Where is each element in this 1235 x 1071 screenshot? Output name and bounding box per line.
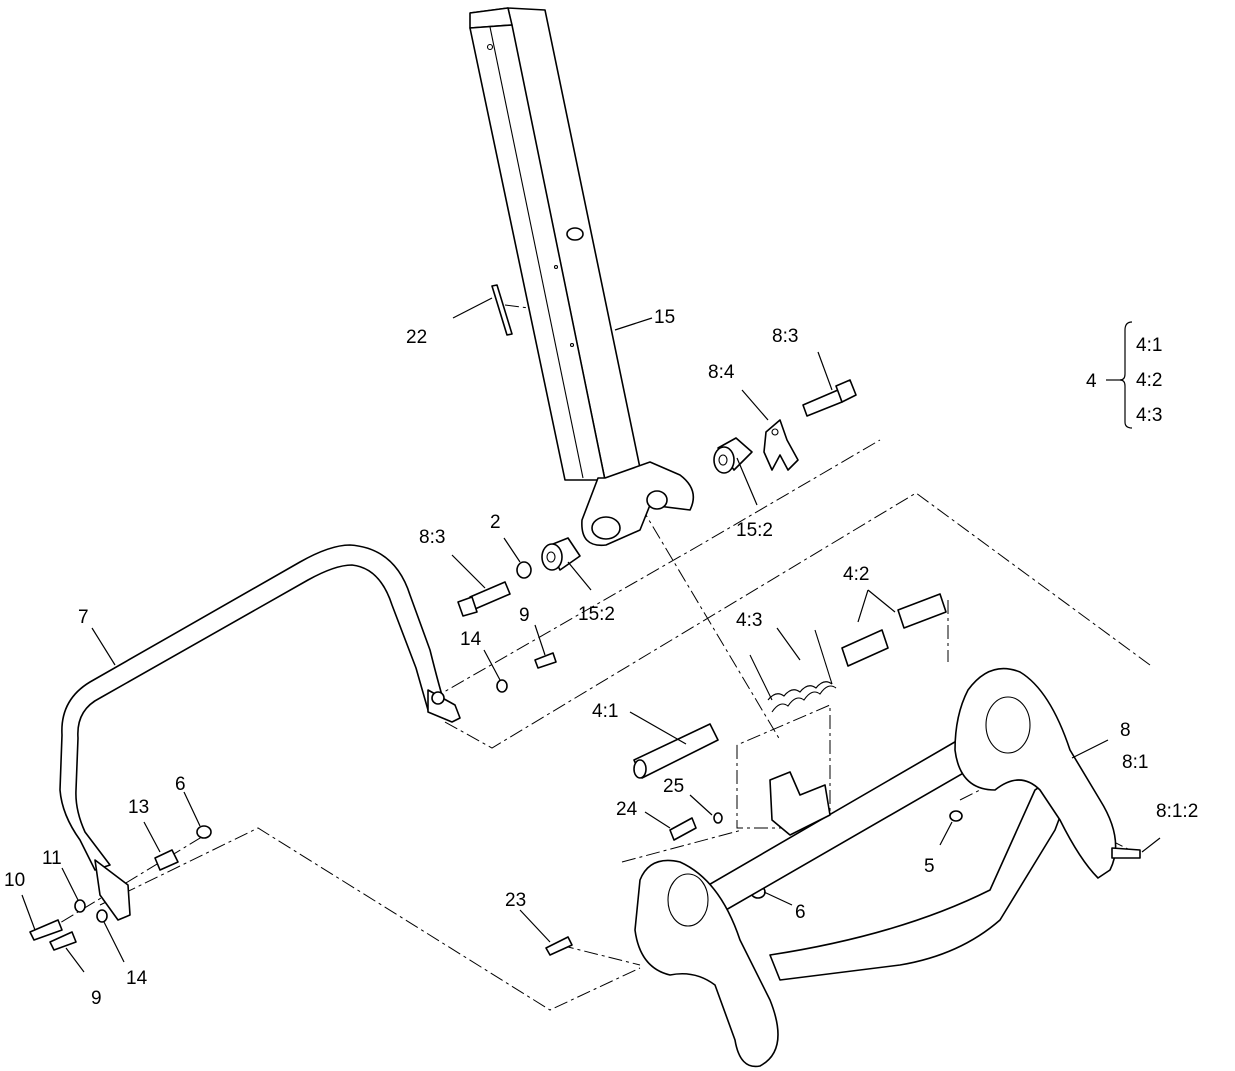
legend-child-3: 4:3 — [1136, 405, 1162, 426]
callout-labels: 22 15 8:3 8:4 15:2 2 8:3 15:2 7 9 14 4:2… — [4, 307, 1198, 1009]
spring-coil — [749, 629, 837, 713]
label-15-2-upper: 15:2 — [736, 520, 773, 541]
label-15-2-lower: 15:2 — [578, 604, 615, 625]
label-14-upper: 14 — [460, 629, 482, 650]
main-frame-part — [634, 667, 1141, 1068]
label-24: 24 — [616, 799, 638, 820]
washer-2-part — [516, 561, 532, 579]
label-22: 22 — [406, 327, 427, 348]
legend-child-1: 4:1 — [1136, 335, 1162, 356]
label-25: 25 — [663, 776, 684, 797]
label-9-upper: 9 — [519, 605, 530, 626]
label-15: 15 — [654, 307, 675, 328]
clip-25-part — [713, 812, 723, 824]
spring-24-part — [669, 817, 697, 841]
label-8-3-upper: 8:3 — [772, 326, 798, 347]
spring-assembly-parts — [633, 593, 947, 779]
bolt-lower-part — [457, 581, 511, 617]
bolt-upper-part — [802, 379, 857, 417]
label-8-4: 8:4 — [708, 362, 735, 383]
pin-23-part — [545, 936, 573, 956]
handle-post-part — [469, 7, 695, 547]
label-6-lower: 6 — [795, 902, 806, 923]
label-5: 5 — [924, 856, 935, 877]
pin-22-part — [491, 284, 513, 336]
leader-lines — [21, 297, 1161, 973]
bumper-bar-part — [59, 544, 461, 921]
label-4-3: 4:3 — [736, 610, 762, 631]
bushing-upper-part — [713, 437, 753, 474]
assembly-centerlines — [39, 304, 1151, 1011]
label-8-3-lower: 8:3 — [419, 527, 445, 548]
label-13: 13 — [128, 797, 149, 818]
assembly-legend: 4 4:1 4:2 4:3 — [1086, 321, 1162, 429]
label-11: 11 — [42, 848, 62, 869]
label-4-1: 4:1 — [592, 701, 618, 722]
fitting-5-part — [949, 810, 963, 822]
label-4-2: 4:2 — [843, 564, 869, 585]
legend-parent-label: 4 — [1086, 371, 1097, 392]
label-8: 8 — [1120, 720, 1131, 741]
legend-child-2: 4:2 — [1136, 370, 1162, 391]
label-7: 7 — [78, 607, 89, 628]
label-9-lower: 9 — [91, 988, 102, 1009]
label-14-lower: 14 — [126, 968, 148, 989]
label-10: 10 — [4, 870, 25, 891]
label-8-1-2: 8:1:2 — [1156, 801, 1198, 822]
small-hardware-parts — [29, 652, 557, 951]
label-23: 23 — [505, 890, 526, 911]
label-6-upper: 6 — [175, 774, 186, 795]
label-2: 2 — [490, 512, 501, 533]
bracket-8-4-part — [763, 419, 799, 471]
bushing-lower-part — [541, 537, 581, 571]
label-8-1: 8:1 — [1122, 752, 1148, 773]
